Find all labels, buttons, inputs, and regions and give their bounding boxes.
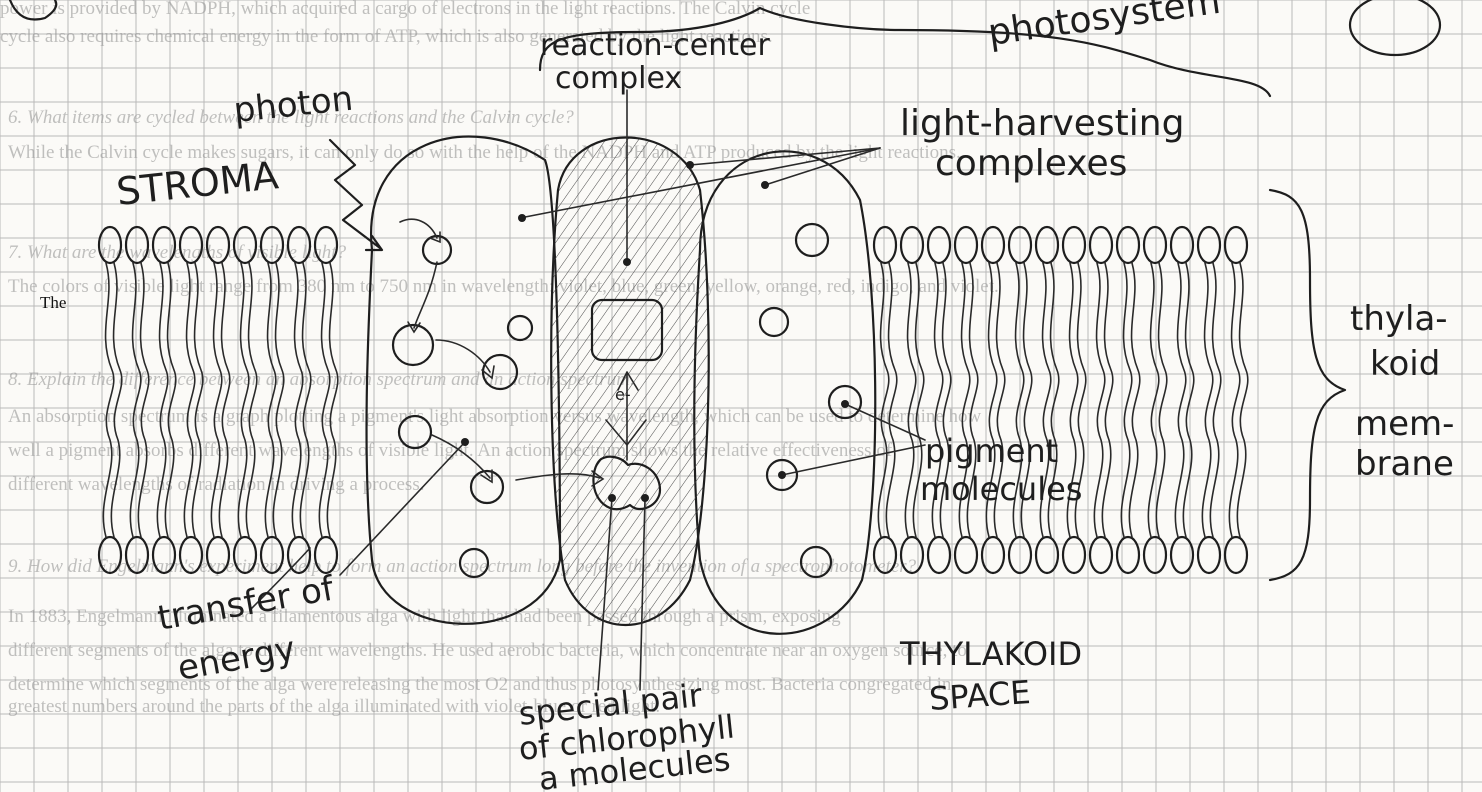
lipid-head — [928, 227, 950, 263]
bleed-line: An absorption spectrum is a graph plotti… — [8, 406, 982, 427]
lipid-tail — [319, 263, 329, 537]
lipid-head — [1144, 227, 1166, 263]
lipid-head — [982, 227, 1004, 263]
lipid-tail — [211, 263, 221, 537]
lipid-head — [1117, 227, 1139, 263]
pigment-molecule — [796, 224, 828, 256]
lipid-head — [1090, 227, 1112, 263]
lipid-tail — [1210, 263, 1220, 537]
lipid-tail — [1229, 263, 1239, 537]
lipid-tail — [1129, 263, 1139, 537]
bleed-line: The colors of visible light range from 3… — [8, 276, 999, 297]
lipid-head — [982, 537, 1004, 573]
lipid-head — [955, 537, 977, 573]
lipid-tail — [273, 263, 283, 537]
pigment-molecule — [508, 316, 532, 340]
label-thylakoid-membrane-4: brane — [1355, 444, 1454, 484]
lipid-tail — [327, 263, 337, 537]
label-transfer: transfer of — [155, 568, 338, 638]
lipid-tail — [111, 263, 121, 537]
lipid-head — [1090, 537, 1112, 573]
label-thylakoid-membrane-2: koid — [1370, 344, 1440, 384]
lipid-head — [1063, 537, 1085, 573]
lipid-tail — [292, 263, 302, 537]
printed-word: The — [40, 293, 66, 313]
bleed-line: different segments of the alga to differ… — [8, 640, 967, 661]
lipid-head — [1225, 537, 1247, 573]
lipid-head — [1036, 537, 1058, 573]
lipid-tail — [184, 263, 194, 537]
bleed-line: determine which segments of the alga wer… — [8, 674, 952, 695]
lipid-tail — [1148, 263, 1158, 537]
lipid-head — [1117, 537, 1139, 573]
lipid-tail — [246, 263, 256, 537]
lipid-tail — [219, 263, 229, 537]
lipid-tail — [103, 263, 113, 537]
lipid-head — [928, 537, 950, 573]
lipid-tail — [905, 263, 915, 537]
lipid-head — [1144, 537, 1166, 573]
lipid-tail — [265, 263, 275, 537]
lipid-tail — [1237, 263, 1247, 537]
label-pigment: pigment — [925, 432, 1058, 470]
bleed-question: 8. Explain the difference between an abs… — [8, 369, 635, 390]
lipid-tail — [1183, 263, 1193, 537]
label-thylakoid-space: THYLAKOID — [899, 635, 1082, 673]
bleed-line: power is provided by NADPH, which acquir… — [0, 0, 810, 19]
lipid-head — [901, 227, 923, 263]
lipid-head — [1198, 537, 1220, 573]
label-electron: e- — [615, 385, 631, 404]
label-light-harvesting: light-harvesting — [900, 103, 1184, 144]
lipid-tail — [1202, 263, 1212, 537]
lipid-tail — [238, 263, 248, 537]
lipid-head — [1198, 227, 1220, 263]
lipid-tail — [886, 263, 896, 537]
lipid-tail — [138, 263, 148, 537]
lipid-head — [1036, 227, 1058, 263]
label-thylakoid-membrane: thyla- — [1350, 299, 1448, 339]
lipid-head — [955, 227, 977, 263]
label-reaction-center-2: complex — [555, 61, 682, 96]
reaction-center-complex — [551, 138, 709, 626]
lipid-tail — [1156, 263, 1166, 537]
thylakoid-membrane-brace — [1270, 190, 1345, 580]
lipid-tail — [1102, 263, 1112, 537]
label-thylakoid-space-2: SPACE — [928, 673, 1032, 718]
lipid-tail — [165, 263, 175, 537]
pigment-molecule — [760, 308, 788, 336]
label-light-harvesting-2: complexes — [935, 143, 1127, 184]
bleed-question: 7. What are the wavelengths of visible l… — [8, 242, 347, 263]
label-reaction-center: reaction-center — [540, 28, 770, 63]
lipid-head — [1063, 227, 1085, 263]
label-pigment-2: molecules — [920, 470, 1082, 508]
lipid-tail — [1175, 263, 1185, 537]
lipid-tail — [1121, 263, 1131, 537]
lipid-head — [874, 227, 896, 263]
lipid-tail — [157, 263, 167, 537]
lipid-head — [1225, 227, 1247, 263]
lipid-tail — [192, 263, 202, 537]
lipid-tail — [1094, 263, 1104, 537]
label-thylakoid-membrane-3: mem- — [1355, 404, 1454, 444]
bleed-through-text: power is provided by NADPH, which acquir… — [0, 0, 999, 717]
